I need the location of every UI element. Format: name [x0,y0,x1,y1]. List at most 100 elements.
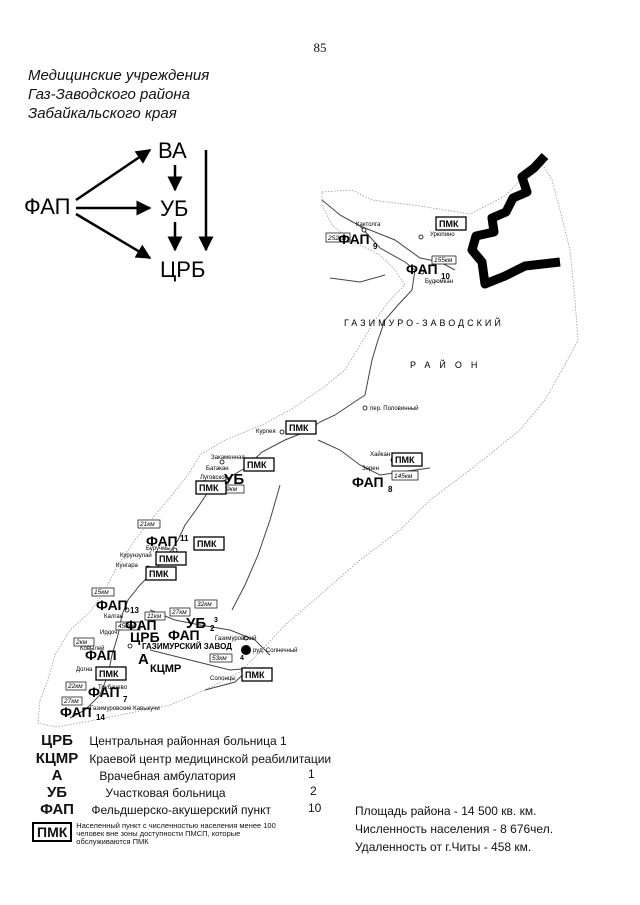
fap-zeren: ФАП [352,474,384,490]
fap-kaktolga: ФАП [338,231,370,247]
legend-fap: ФАП Фельдшерско-акушерский пункт 10 [28,801,321,818]
fap-gazimurovskiy: ФАП [168,627,200,643]
map-title: Медицинские учреждения Газ-Заводского ра… [28,66,209,123]
legend-pmk-desc: Населенный пункт с численностью населени… [76,821,276,846]
legend-ub-symbol: УБ [46,784,68,801]
pmk-khaikan: ПМК [395,455,415,465]
ub-town: УБ [186,615,206,632]
fap-kavykuchi: ФАП [60,704,92,720]
pmk-dogna: ПМК [99,669,119,679]
place-gazimurovskiy: Газимуровский [215,635,257,642]
legend-fap-desc: Фельдшерско-акушерский пункт [91,803,272,817]
pmk-lugovskoe: ПМК [199,483,219,493]
legend-a-symbol: А [51,767,63,784]
district-label-1: ГАЗИМУРО-ЗАВОДСКИЙ [344,317,504,328]
distance-15: 15км [94,589,109,596]
state-border [467,152,561,289]
fap-kalgan: ФАП [96,597,128,613]
place-trubachevo: Трубачево [98,685,128,691]
legend-a-desc: Врачебная амбулатория [99,769,236,783]
distance-252: 252км [327,235,347,242]
ub-town-number: 2 [210,624,215,633]
place-town: ГАЗИМУРСКИЙ ЗАВОД [142,642,232,651]
legend-fap-count: 10 [308,801,322,815]
place-solonchy: Солонцы [210,676,236,682]
diagram-va-label: ВА [158,138,187,163]
stat-population: Численность населения - 8 676чел. [355,822,554,836]
fap-kovylyi: ФАП [85,647,117,663]
pmk-kurlea: ПМК [289,423,309,433]
place-kavykuchi: Газимуровские Кавыкучи [90,706,160,712]
place-kalgan: Калган [104,614,123,620]
ub-batakan: УБ [224,471,244,488]
fap-irdoch: ФАП [125,617,157,633]
stat-area: Площадь района - 14 500 кв. км. [355,804,537,818]
legend-ub-count: 2 [310,784,317,798]
crb-town: ЦРБ [130,629,160,645]
pmk-zakamennaya: ПМК [247,460,267,470]
a-ambulatory: А [138,651,149,668]
place-buruchmy: Буручмы [146,546,171,552]
fap-trubachevo-number: 7 [123,695,128,704]
title-line-3: Забайкальского края [28,105,177,122]
facility-labels: ФАП 9 ФАП 10 ФАП 8 УБ ФАП 11 ФАП 13 УБ 2… [60,231,450,722]
legend-fap-symbol: ФАП [40,801,74,818]
legend-crb-symbol: ЦРБ [41,732,73,749]
legend-ub: УБ Участковая больница 2 [28,784,317,801]
legend-kcmr-symbol: КЦМР [35,750,79,767]
place-irdoch: Ирдоч [100,630,117,636]
place-urolino: Урюпино [430,232,455,238]
fap-buruchmy-number: 11 [180,534,189,543]
distance-labels: 252км 155км 145км 21км 15км 458км 11км 2… [61,232,457,706]
district-stats: Площадь района - 14 500 кв. км. Численно… [355,802,553,856]
fap-trubachevo: ФАП [88,684,120,700]
legend-kcmr-desc: Краевой центр медицинской реабилитации [89,752,332,766]
distance-27a: 27км [171,609,187,616]
pmk-solonchy: ПМК [245,670,265,680]
place-lugovskoe: Луговское [200,475,229,481]
legend-crb-desc: Центральная районная больница 1 [89,734,287,748]
distance-32: 32км [197,601,212,608]
distance-145: 145км [394,473,413,480]
ub-number-3: 3 [214,617,218,624]
legend-ub-desc: Участковая больница [105,786,226,800]
place-kurlea: Курлея [256,429,276,435]
place-kovylyi: Ковылей [80,645,105,652]
title-line-1: Медицинские учреждения [28,67,210,84]
diagram-fap-label: ФАП [24,194,70,219]
legend-a-count: 1 [308,767,315,781]
pmk-markers: ПМК ПМК ПМК ПМК ПМК ПМК ПМК ПМК ПМК ПМК [95,216,467,682]
diagram-ub-label: УБ [160,196,188,221]
place-batakan: Батакан [206,466,229,472]
district-label-2: РАЙОН [410,359,486,370]
arrow-fap-va [75,148,152,202]
fap-budyumkan-number: 10 [441,272,450,281]
place-kungara: Кунгара [116,563,139,569]
distance-2: 2км [75,639,88,646]
distance-21: 21км [139,521,155,528]
place-polovinny: пер. Половинный [370,405,419,412]
place-solnechny: руд. Солнечный [253,647,298,654]
place-zeren: Зерен [362,466,379,472]
arrow-fap-crb [75,212,152,260]
mine-marker [241,645,251,655]
place-names: Кактолга Урюпино Будюмкан пер. Половинны… [76,222,455,712]
place-khaikan: Хайкан [370,451,390,458]
district-boundary [37,159,579,728]
distance-11: 11км [147,613,162,620]
distance-22: 22км [67,683,83,690]
fap-zeren-number: 8 [388,485,393,494]
pmk-kurunzulai: ПМК [159,554,179,564]
page-number: 85 [313,40,327,55]
pmk-kungara: ПМК [149,569,169,579]
legend-crb: ЦРБ Центральная районная больница 1 [28,732,287,749]
fap-kalgan-number: 13 [130,606,139,615]
solnechny-number: 4 [240,655,244,662]
fap-buruchmy: ФАП [146,533,178,549]
place-dogna: Догна [76,667,93,673]
fap-kavykuchi-number: 14 [96,713,105,722]
referral-diagram: ФАП ВА УБ ЦРБ [24,138,214,282]
distance-458: 458км [118,623,137,630]
